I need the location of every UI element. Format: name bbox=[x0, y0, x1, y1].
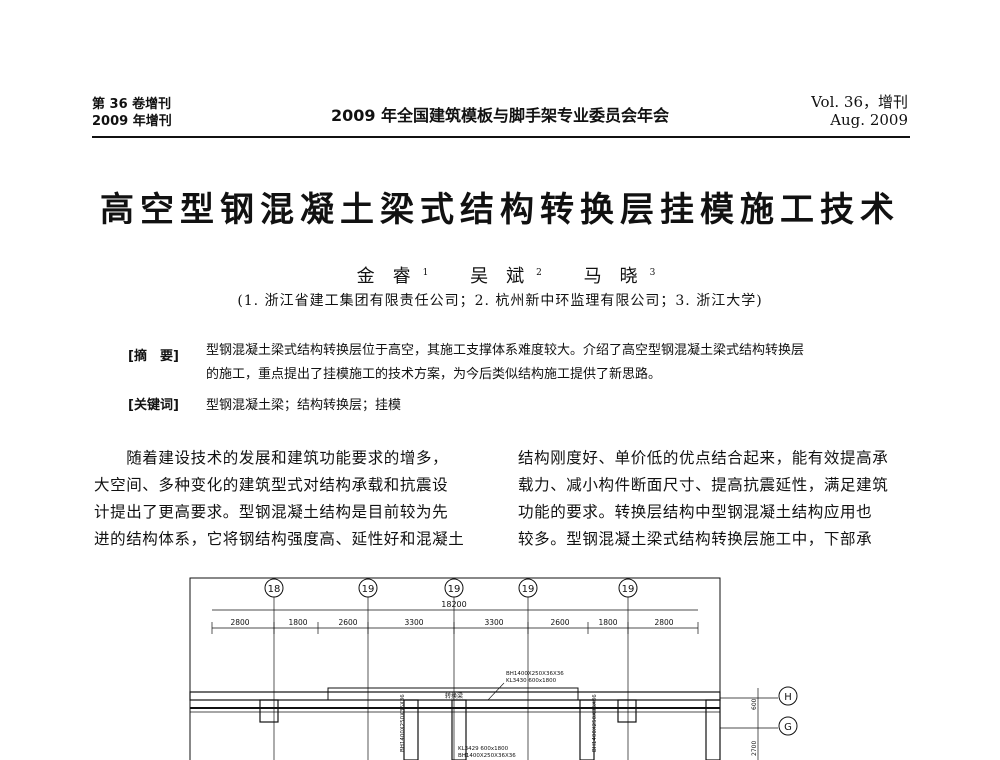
body-line: 较多。型钢混凝土梁式结构转换层施工中，下部承 bbox=[518, 530, 873, 548]
dimension: 1800 bbox=[288, 618, 307, 627]
dimension: 3300 bbox=[484, 618, 503, 627]
header-rule bbox=[92, 136, 910, 138]
dimension: 2600 bbox=[338, 618, 357, 627]
svg-text:19: 19 bbox=[362, 584, 375, 595]
abstract-label: [摘 要] bbox=[128, 349, 179, 364]
body-line: 大空间、多种变化的建筑型式对结构承载和抗震设 bbox=[94, 476, 449, 494]
column-label: BH1400X250X36X36 bbox=[592, 694, 598, 752]
svg-text:19: 19 bbox=[448, 584, 461, 595]
dimension: 1800 bbox=[598, 618, 617, 627]
body-line: 结构刚度好、单价低的优点结合起来，能有效提高承 bbox=[518, 449, 889, 467]
keywords: 型钢混凝土梁；结构转换层；挂模 bbox=[206, 398, 402, 413]
beam-mark: 转换梁 bbox=[445, 692, 463, 700]
journal-volume-en: Vol. 36，增刊 Aug. 2009 bbox=[811, 93, 908, 129]
journal-volume: 第 36 卷增刊 2009 年增刊 bbox=[92, 96, 172, 130]
beam-label: KL3429 600x1800 bbox=[458, 746, 509, 752]
body-line: 计提出了更高要求。型钢混凝土结构是目前较为先 bbox=[94, 503, 449, 521]
body-column-left: 随着建设技术的发展和建筑功能要求的增多， 大空间、多种变化的建筑型式对结构承载和… bbox=[94, 445, 484, 553]
abstract-line: 型钢混凝土梁式结构转换层位于高空，其施工支撑体系难度较大。介绍了高空型钢混凝土梁… bbox=[206, 343, 805, 358]
keywords-label: [关键词] bbox=[128, 398, 179, 413]
axis-bubble: 19 bbox=[358, 578, 378, 598]
dimension: 2800 bbox=[654, 618, 673, 627]
body-line: 载力、减小构件断面尺寸、提高抗震延性，满足建筑 bbox=[518, 476, 889, 494]
beam-label: KL3430 600x1800 bbox=[506, 678, 557, 684]
year-line: 2009 年增刊 bbox=[92, 114, 172, 129]
svg-text:H: H bbox=[784, 692, 792, 703]
dimension: 600 bbox=[751, 698, 758, 710]
body-column-right: 结构刚度好、单价低的优点结合起来，能有效提高承 载力、减小构件断面尺寸、提高抗震… bbox=[518, 445, 910, 553]
volume-line: 第 36 卷增刊 bbox=[92, 97, 172, 112]
svg-text:18: 18 bbox=[268, 584, 281, 595]
beam-label: BH1400X250X36X36 bbox=[458, 753, 516, 759]
date-line: Aug. 2009 bbox=[830, 111, 908, 129]
vol-line: Vol. 36，增刊 bbox=[811, 93, 908, 111]
affiliations: (1. 浙江省建工集团有限责任公司；2. 杭州新中环监理有限公司；3. 浙江大学… bbox=[237, 293, 763, 309]
dimension: 2600 bbox=[550, 618, 569, 627]
column-label: BH1400X250X36X36 bbox=[400, 694, 406, 752]
axis-bubble: 18 bbox=[264, 578, 284, 598]
axis-bubble: 19 bbox=[518, 578, 538, 598]
body-line: 功能的要求。转换层结构中型钢混凝土结构应用也 bbox=[518, 503, 873, 521]
structure-drawing: 18 19 19 19 19 18200 2800 1800 2600 3300… bbox=[189, 577, 798, 760]
dimension: 2700 bbox=[751, 741, 758, 756]
abstract-text: 型钢混凝土梁式结构转换层位于高空，其施工支撑体系难度较大。介绍了高空型钢混凝土梁… bbox=[206, 339, 906, 387]
total-dimension: 18200 bbox=[441, 600, 466, 609]
body-line: 随着建设技术的发展和建筑功能要求的增多， bbox=[94, 449, 449, 467]
body-line: 进的结构体系，它将钢结构强度高、延性好和混凝土 bbox=[94, 530, 465, 548]
svg-text:19: 19 bbox=[522, 584, 535, 595]
abstract-line: 的施工，重点提出了挂模施工的技术方案，为今后类似结构施工提供了新思路。 bbox=[206, 367, 662, 382]
conference-name: 2009 年全国建筑模板与脚手架专业委员会年会 bbox=[330, 106, 670, 125]
axis-bubble: H bbox=[778, 686, 798, 706]
dimension: 3300 bbox=[404, 618, 423, 627]
axis-bubble: 19 bbox=[618, 578, 638, 598]
svg-text:G: G bbox=[784, 722, 792, 733]
paper-title: 高空型钢混凝土梁式结构转换层挂模施工技术 bbox=[100, 190, 900, 230]
axis-bubble: G bbox=[778, 716, 798, 736]
beam-label: BH1400X250X36X36 bbox=[506, 671, 564, 677]
svg-text:19: 19 bbox=[622, 584, 635, 595]
dimension: 2800 bbox=[230, 618, 249, 627]
axis-bubble: 19 bbox=[444, 578, 464, 598]
